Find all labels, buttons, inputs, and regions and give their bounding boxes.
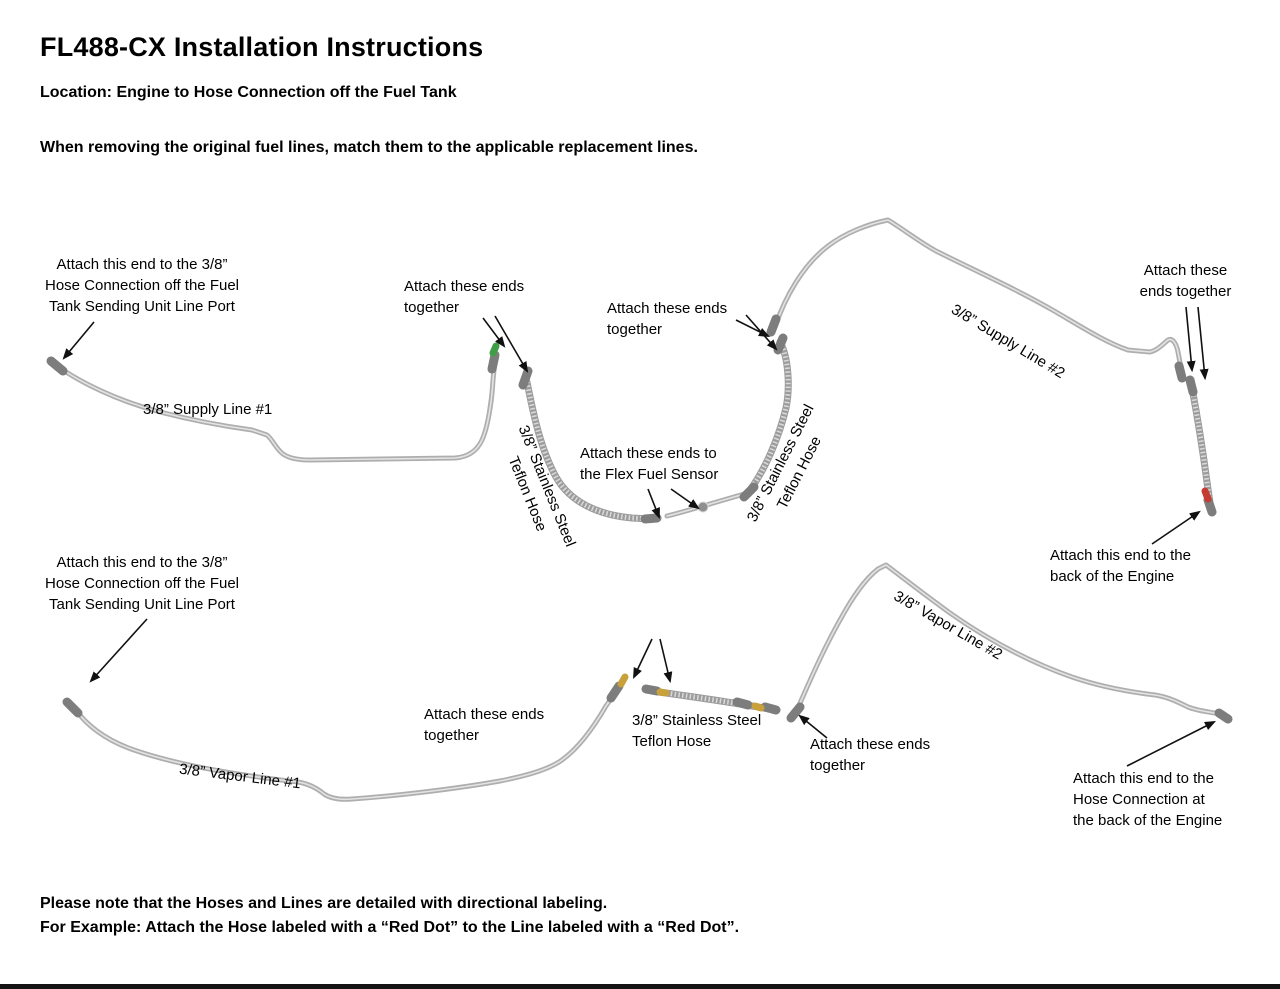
arrow-engine-back-icon — [1151, 510, 1201, 545]
fitting-hose3-right — [760, 702, 781, 715]
fitting-vapor1-end — [606, 681, 624, 703]
instruction-line: When removing the original fuel lines, m… — [40, 139, 698, 156]
label-supply-line-1: 3/8” Supply Line #1 — [143, 401, 273, 418]
arrow-tank-vapor-icon — [89, 618, 148, 683]
fitting-hose1-right — [640, 513, 662, 524]
label-tank-connection-vapor: Attach this end to the 3/8” Hose Connect… — [44, 554, 239, 613]
supply-line-2 — [775, 220, 1181, 368]
green-dot-band — [489, 342, 500, 357]
fitting-vapor1-start — [62, 697, 83, 718]
arrow-attach-lower-right-icon — [798, 714, 828, 739]
label-flex-fuel-sensor: Attach these ends to the Flex Fuel Senso… — [580, 445, 719, 483]
label-attach-together-top-right: Attach these ends together — [1139, 262, 1232, 300]
gold-dot-band-2 — [656, 688, 670, 697]
directional-bands — [489, 342, 1212, 712]
vapor-line-2 — [797, 565, 1227, 719]
arrow-flex-sensor-a-icon — [647, 488, 660, 520]
page-title: FL488-CX Installation Instructions — [40, 32, 484, 62]
arrow-attach-top-left-b-icon — [494, 315, 529, 373]
fitting-supply2-start — [766, 314, 781, 337]
label-tank-connection-supply: Attach this end to the 3/8” Hose Connect… — [44, 256, 239, 315]
fitting-hose3-coupling — [732, 697, 753, 710]
label-attach-together-top-left: Attach these ends together — [404, 278, 525, 316]
label-attach-together-mid: Attach these ends together — [607, 300, 728, 338]
fitting-vapor2-start — [786, 702, 805, 723]
fitting-hose3-left — [641, 684, 662, 696]
bottom-edge — [0, 984, 1280, 989]
annotation-arrows — [62, 306, 1216, 767]
red-dot-band — [1201, 487, 1212, 503]
gold-dot-band-3 — [751, 702, 765, 712]
arrow-attach-top-left-a-icon — [482, 317, 506, 348]
fitting-supply1-top — [487, 350, 500, 374]
footer-note-2: For Example: Attach the Hose labeled wit… — [40, 919, 740, 936]
gold-dot-band-1 — [617, 673, 629, 688]
label-teflon-hose-3: 3/8” Stainless Steel Teflon Hose — [632, 712, 762, 750]
arrow-attach-top-right-a-icon — [1185, 306, 1196, 373]
arrow-attach-lower-mid-b-icon — [659, 638, 673, 684]
arrow-attach-top-right-b-icon — [1197, 306, 1209, 381]
label-engine-hose-connection: Attach this end to the Hose Connection a… — [1073, 770, 1223, 829]
engine-hose-right — [1192, 388, 1210, 503]
arrow-engine-hose-icon — [1126, 720, 1216, 767]
arrow-tank-supply-icon — [62, 321, 95, 360]
footer-note-1: Please note that the Hoses and Lines are… — [40, 895, 608, 912]
supply-line-1 — [57, 360, 495, 460]
supply-line-2-tube — [775, 220, 1181, 368]
fittings — [46, 314, 1233, 724]
fitting-engine-hose-top — [1185, 375, 1198, 397]
label-attach-together-lower-right: Attach these ends together — [810, 736, 931, 774]
fitting-hose2-bottom — [739, 482, 759, 502]
fitting-vapor2-end — [1214, 708, 1233, 724]
fitting-hose1-top — [518, 366, 533, 390]
label-engine-back: Attach this end to the back of the Engin… — [1050, 547, 1191, 585]
location-line: Location: Engine to Hose Connection off … — [40, 84, 457, 101]
fitting-supply2-end — [1174, 361, 1187, 383]
label-attach-together-lower-mid: Attach these ends together — [424, 706, 545, 744]
fitting-supply1-left — [46, 356, 68, 376]
flex-fuel-sensor-fitting — [697, 501, 709, 513]
arrow-flex-sensor-b-icon — [670, 488, 700, 510]
arrow-attach-mid-b-icon — [745, 314, 778, 351]
supply-line-1-tube — [57, 360, 495, 460]
arrow-attach-lower-mid-a-icon — [633, 638, 653, 680]
fitting-hose2-top — [773, 333, 788, 355]
